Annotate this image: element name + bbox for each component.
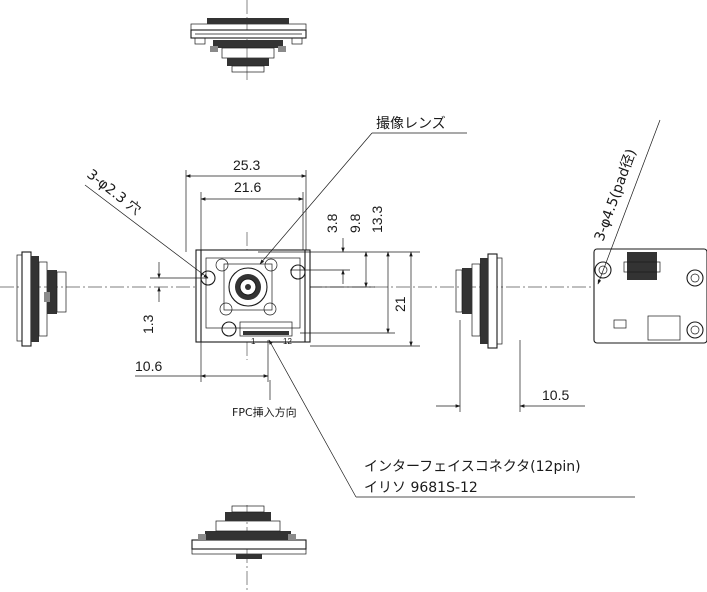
connector-callout-line2: イリソ 9681S-12 bbox=[364, 480, 478, 496]
dim-9-8: 9.8 bbox=[347, 213, 363, 233]
front-view: 1 12 bbox=[195, 249, 311, 346]
dim-1-3: 1.3 bbox=[140, 314, 156, 334]
right-side-view bbox=[455, 253, 503, 349]
dim-10-6: 10.6 bbox=[135, 358, 162, 374]
dim-3-8: 3.8 bbox=[324, 213, 340, 233]
top-view bbox=[190, 18, 307, 73]
pin-1-label: 1 bbox=[251, 337, 256, 346]
dim-13-3: 13.3 bbox=[369, 206, 385, 233]
lens-callout: 撮像レンズ bbox=[376, 115, 446, 132]
back-view bbox=[593, 248, 707, 344]
holes-callout: 3-φ2.3 穴 bbox=[84, 167, 144, 219]
dim-25-3: 25.3 bbox=[233, 157, 260, 173]
leader-lines bbox=[84, 119, 661, 498]
dim-21-6: 21.6 bbox=[234, 179, 261, 195]
fpc-direction-label: FPC挿入方向 bbox=[232, 405, 297, 419]
pads-callout: 3-φ4.5(pad径) bbox=[592, 147, 640, 243]
left-side-view bbox=[16, 251, 67, 347]
connector-callout-line1: インターフェイスコネクタ(12pin) bbox=[364, 459, 581, 475]
bottom-view bbox=[191, 505, 307, 559]
dim-21: 21 bbox=[392, 296, 408, 312]
dim-10-5: 10.5 bbox=[542, 387, 569, 403]
pin-12-label: 12 bbox=[283, 337, 292, 346]
